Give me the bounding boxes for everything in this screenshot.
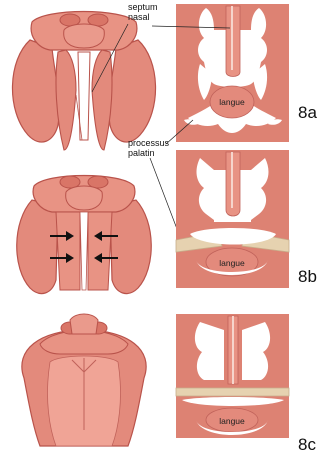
figure-label-8b: 8b bbox=[298, 267, 317, 286]
stage-8a-group: langue septum nasal 8a bbox=[12, 2, 317, 150]
label-palatin: palatin bbox=[128, 148, 155, 158]
palate-ventral-view-8b bbox=[17, 176, 152, 294]
label-processus: processus bbox=[128, 138, 170, 148]
label-langue-8b: langue bbox=[219, 258, 245, 268]
figure-label-8c: 8c bbox=[298, 435, 316, 454]
stage-8b-group: langue 8b bbox=[17, 150, 317, 294]
coronal-section-8c: langue bbox=[176, 314, 289, 438]
label-septum-line1: septum bbox=[128, 2, 158, 12]
coronal-section-8b: langue bbox=[176, 150, 289, 288]
figure-label-8a: 8a bbox=[298, 103, 317, 122]
stage-8c-group: langue 8c bbox=[22, 314, 317, 454]
coronal-section-8a: langue bbox=[176, 4, 289, 142]
label-langue-8a: langue bbox=[219, 97, 245, 107]
label-langue-8c: langue bbox=[219, 416, 245, 426]
label-nasal-line2: nasal bbox=[128, 12, 150, 22]
palate-ventral-view-8a bbox=[12, 12, 155, 151]
palate-ventral-view-8c bbox=[22, 314, 146, 446]
